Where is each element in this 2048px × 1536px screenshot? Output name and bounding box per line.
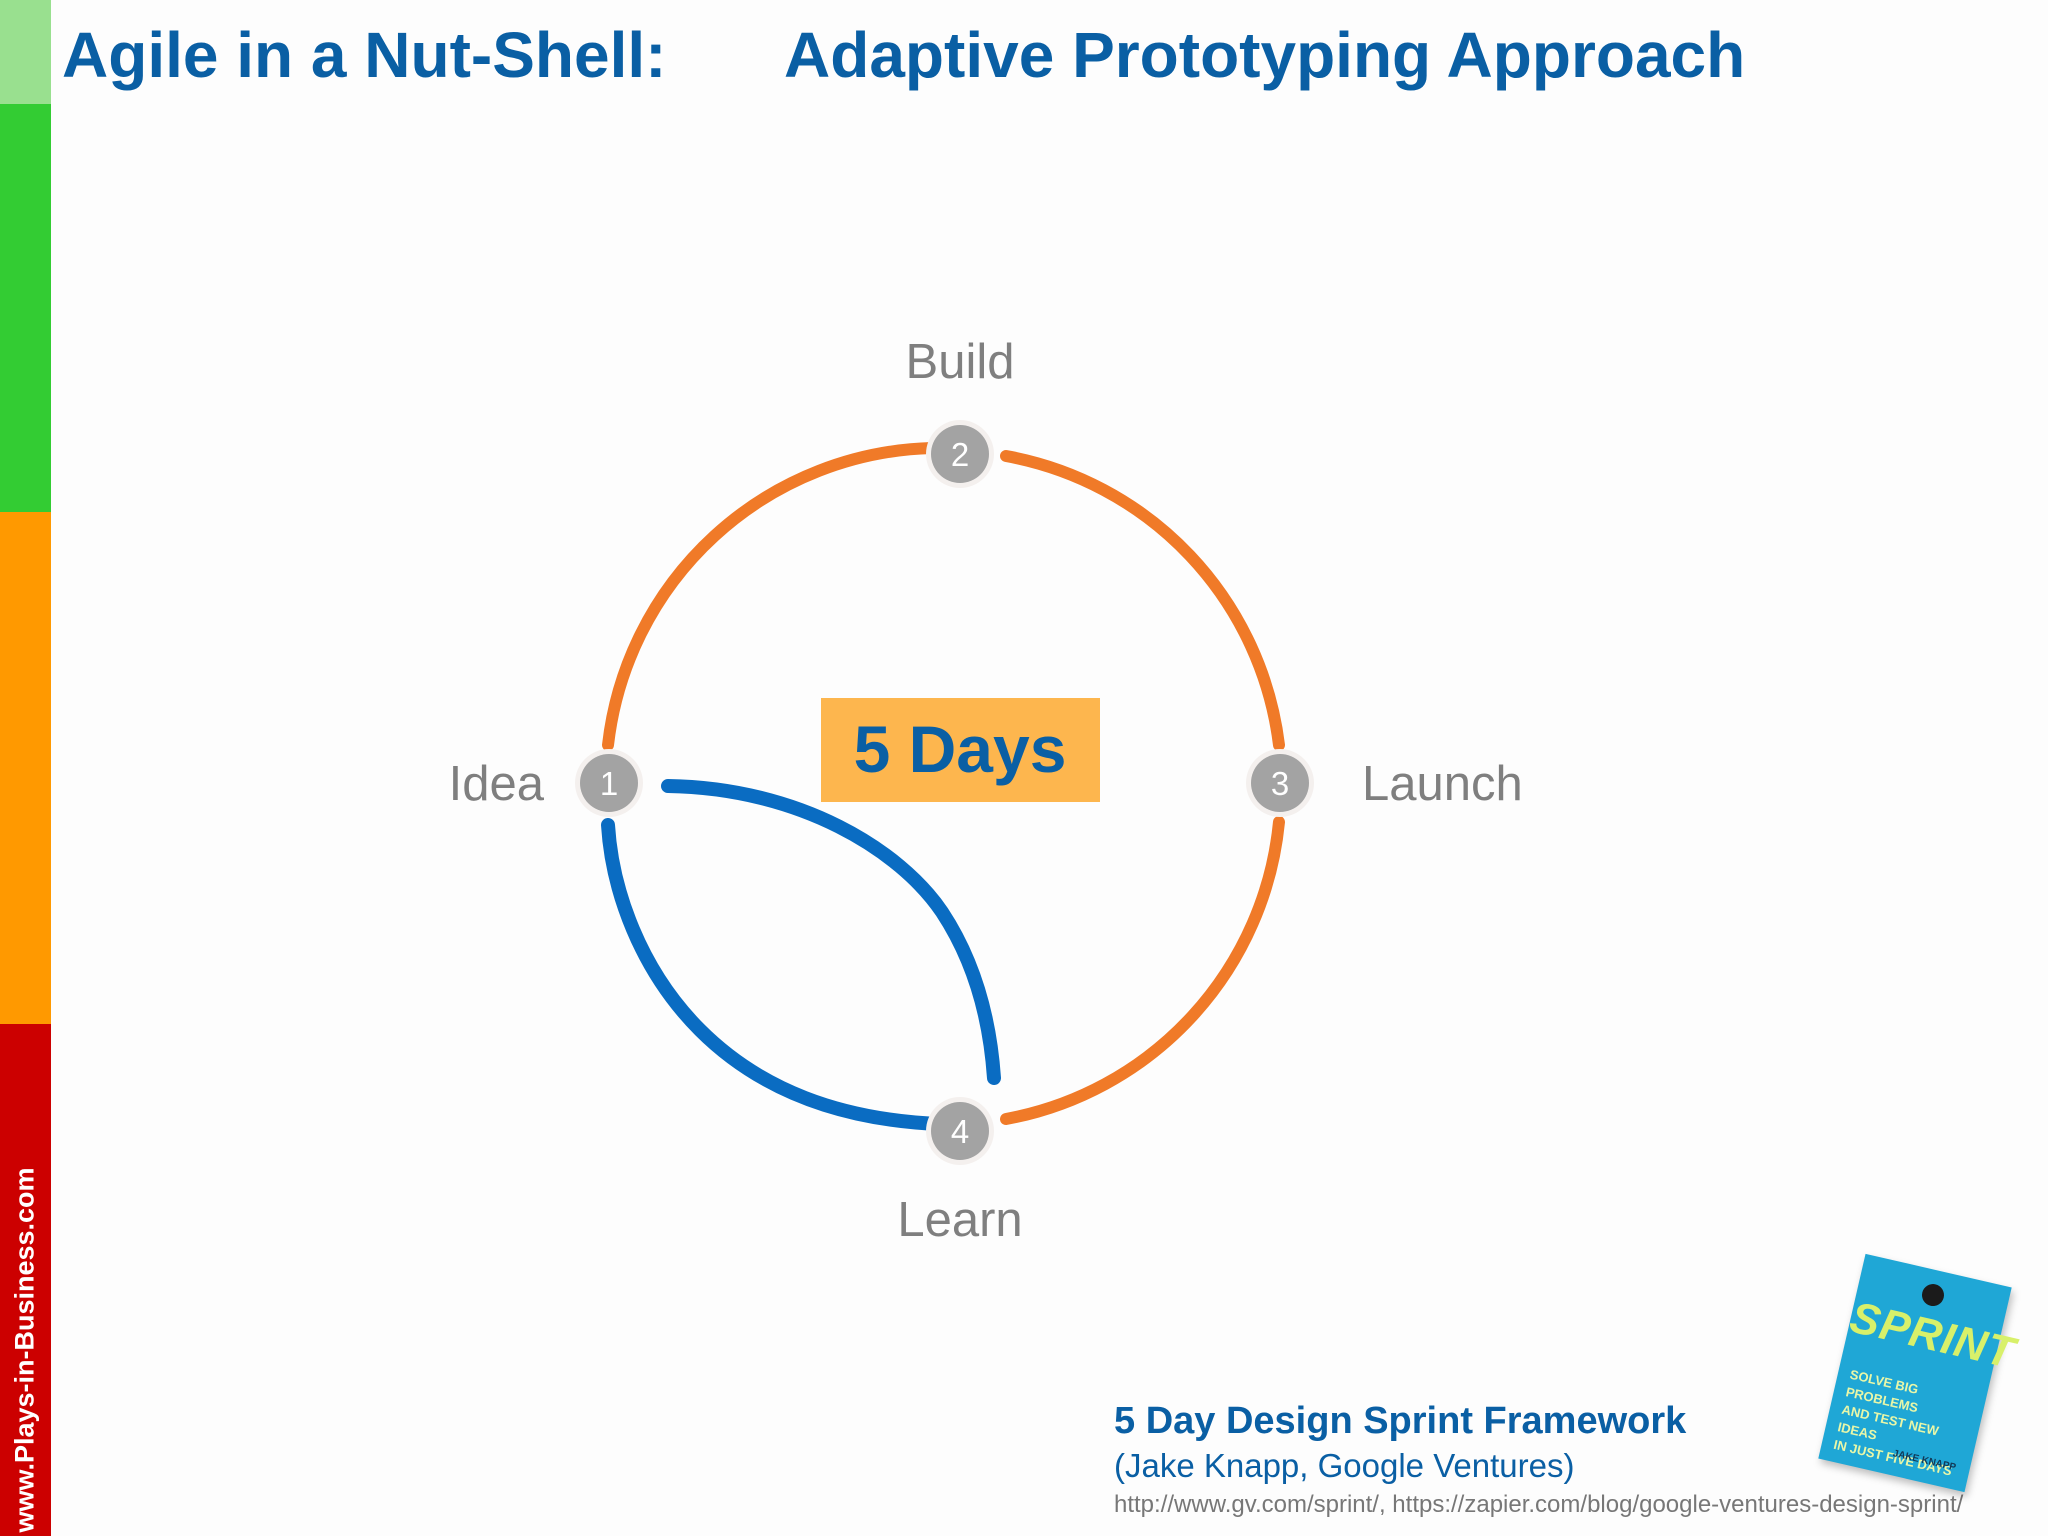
node-launch-number: 3 [1271,765,1289,802]
caption-title: 5 Day Design Sprint Framework [1114,1400,1687,1442]
label-launch: Launch [1362,757,1523,811]
label-idea: Idea [449,757,545,811]
node-build: 2 [926,420,994,488]
node-build-number: 2 [951,436,969,473]
sidebar-segment-green [0,104,51,512]
node-idea: 1 [575,749,643,817]
source-caption: 5 Day Design Sprint Framework (Jake Knap… [1114,1400,1963,1519]
page-title: Agile in a Nut-Shell: Adaptive Prototypi… [62,18,1745,92]
arc-build-to-launch [1000,450,1285,751]
book-subtitle: SOLVE BIG PROBLEMS AND TEST NEW IDEAS IN… [1832,1366,1954,1479]
title-right: Adaptive Prototyping Approach [784,19,1746,91]
label-build: Build [906,335,1015,389]
sidebar-segment-light-green [0,0,51,104]
arc-idea-to-build [602,442,938,751]
node-learn: 4 [926,1097,994,1165]
arc-learn-to-idea [601,818,947,1131]
caption-subtitle: (Jake Knapp, Google Ventures) [1114,1447,1575,1484]
sidebar-segment-orange [0,512,51,1024]
sidebar-segment-red [0,1024,51,1536]
label-learn: Learn [897,1193,1022,1247]
center-box [821,698,1100,802]
arc-launch-to-learn [1000,816,1285,1125]
book-title: SPRINT [1845,1292,2020,1379]
node-launch: 3 [1246,749,1314,817]
sidebar-color-bar: www.Plays-in-Business.com [0,0,51,1536]
title-left: Agile in a Nut-Shell: [62,19,667,91]
caption-sources[interactable]: http://www.gv.com/sprint/, https://zapie… [1114,1491,1964,1518]
loop-idea-to-learn [661,779,1001,1085]
node-learn-number: 4 [951,1113,969,1150]
book-badge-icon [1919,1281,1947,1309]
node-idea-number: 1 [600,765,618,802]
center-label: 5 Days [854,712,1067,786]
